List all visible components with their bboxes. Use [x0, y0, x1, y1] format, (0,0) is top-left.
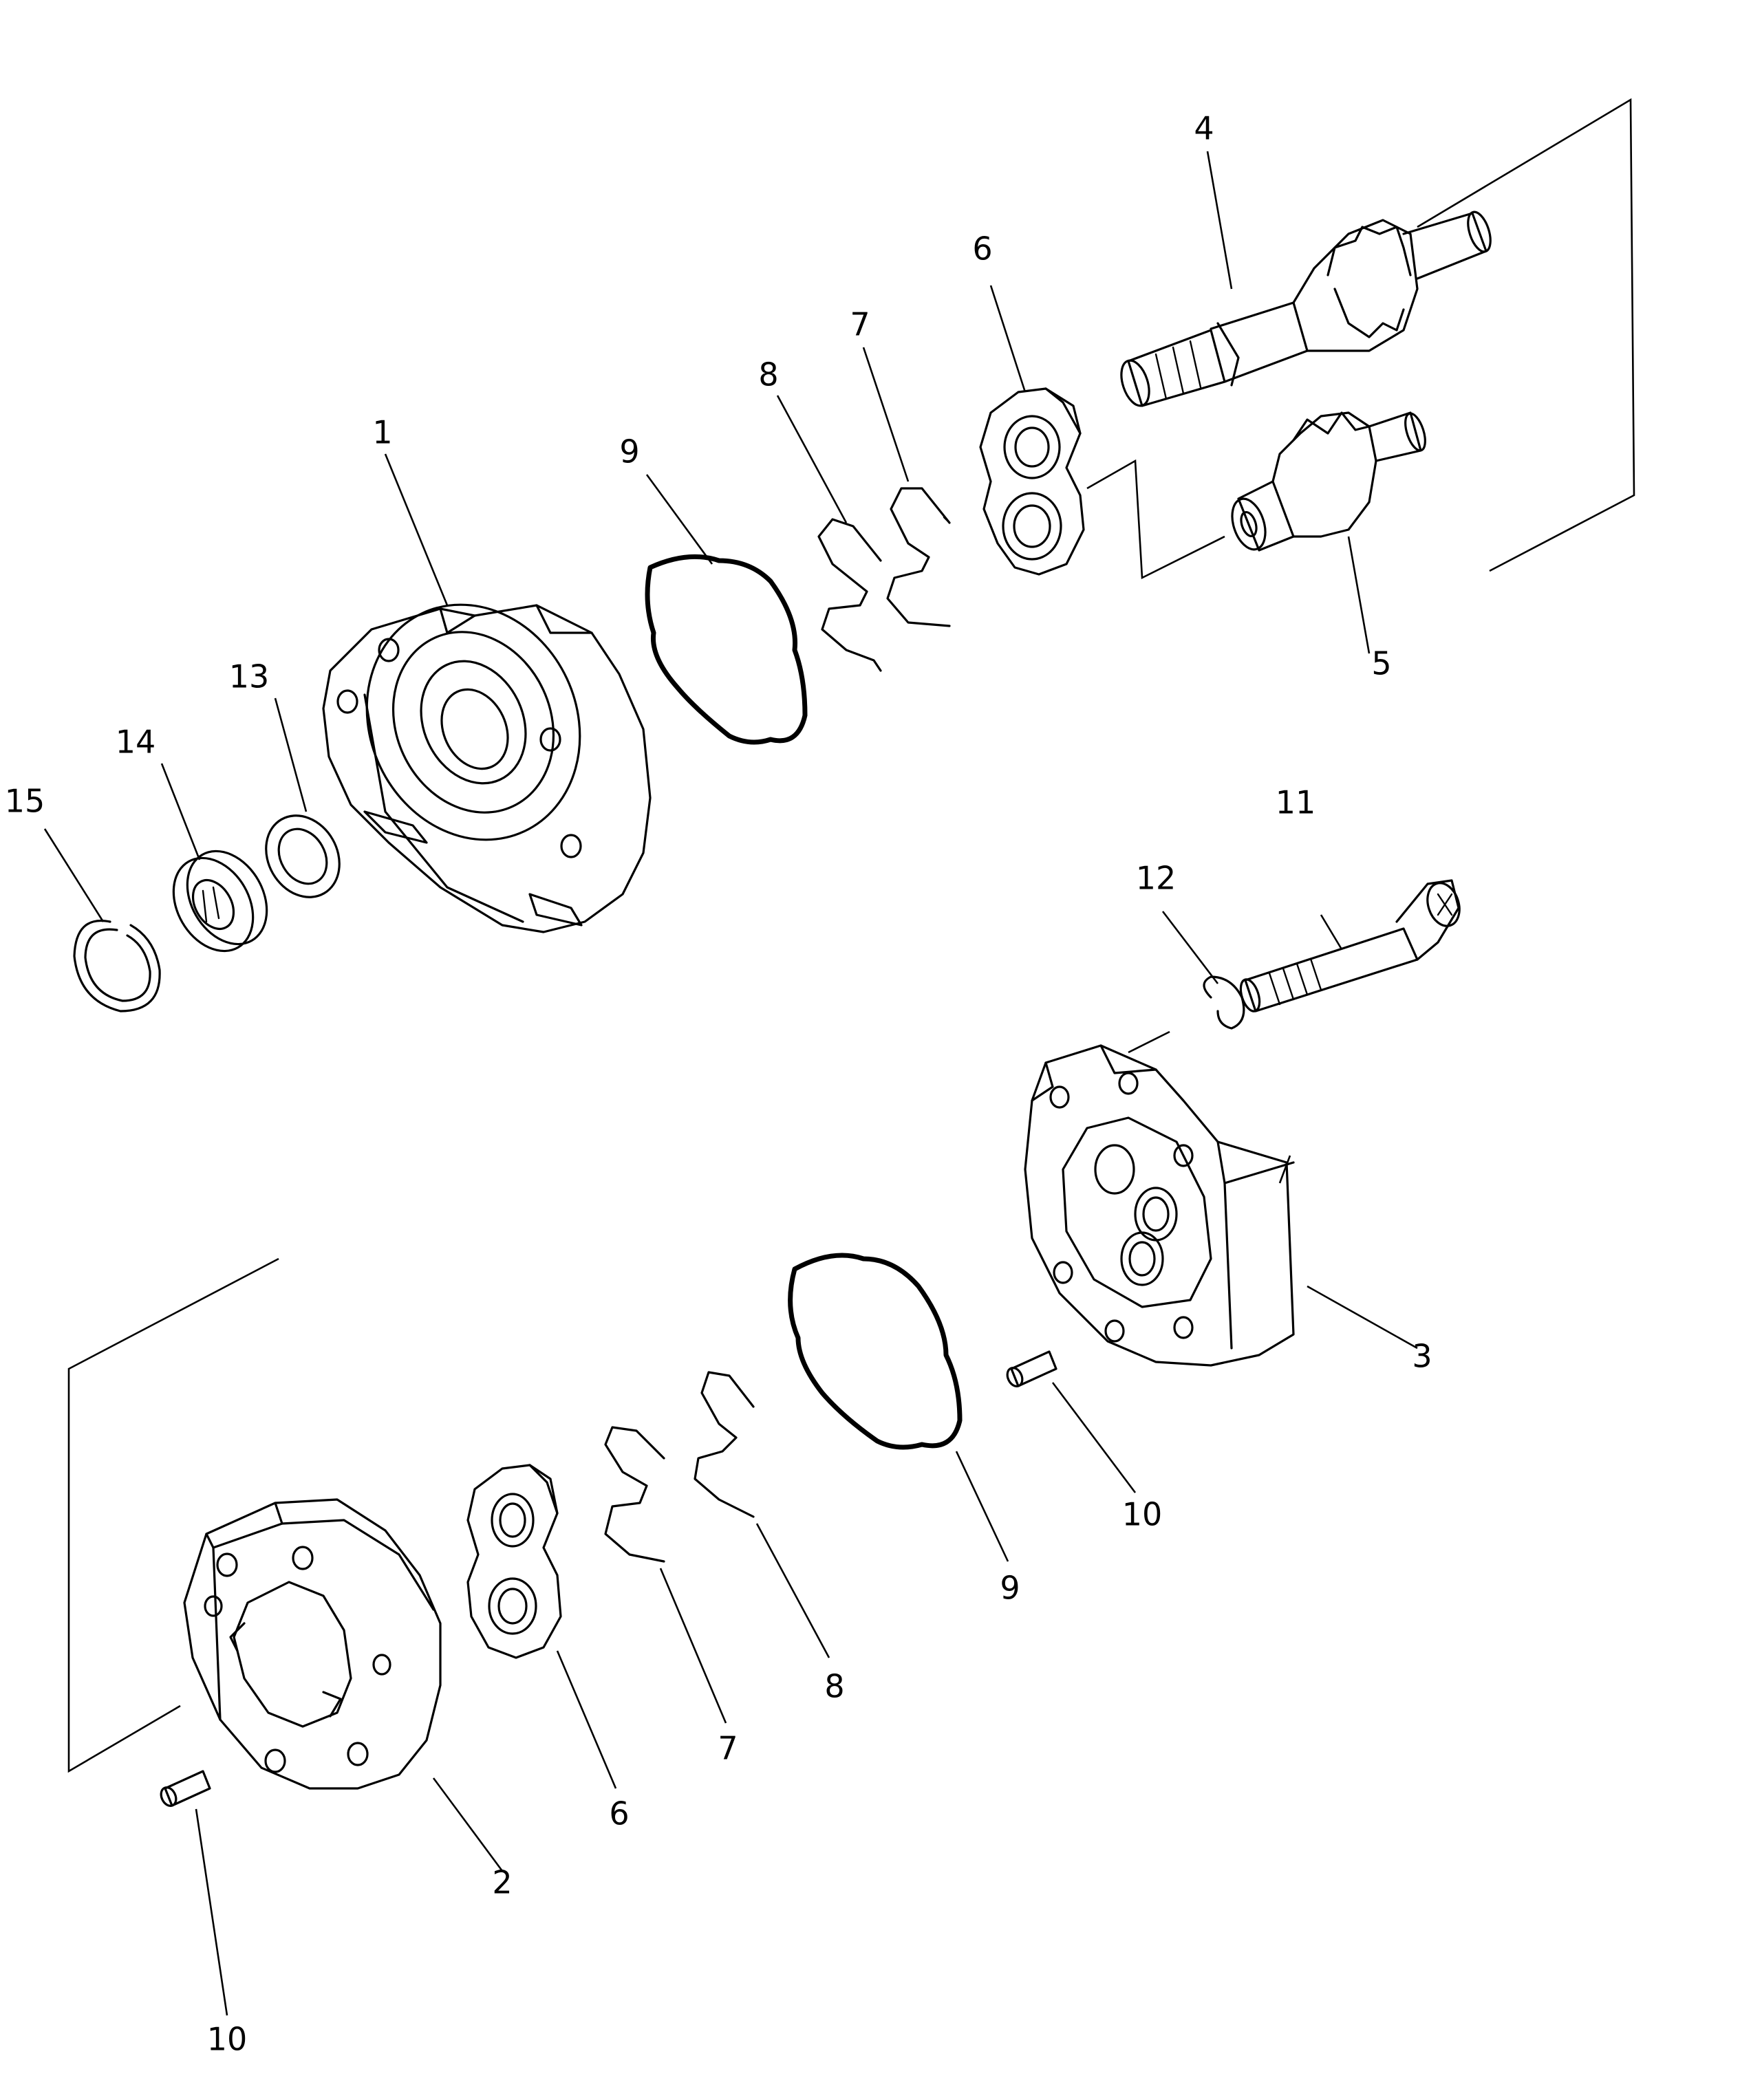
- part-bolt: [1239, 879, 1461, 1013]
- part-driven-gear: [1231, 411, 1426, 552]
- part-gear-housing: [183, 1498, 442, 1790]
- callout-9-top: 9: [619, 433, 639, 470]
- callout-7-bottom: 7: [718, 1730, 738, 1767]
- callout-4: 4: [1194, 110, 1214, 147]
- part-seal-7-bottom: [604, 1426, 665, 1563]
- assembly-bracket-bottom: [67, 1257, 279, 1773]
- part-bushing-plate-bottom: [466, 1464, 562, 1659]
- callout-6-top: 6: [972, 230, 992, 268]
- part-seal-7-top: [886, 487, 951, 627]
- leader-lines: [43, 151, 1418, 2016]
- callout-15: 15: [5, 783, 45, 820]
- callout-13: 13: [229, 658, 270, 695]
- part-gasket-top: [645, 554, 808, 745]
- part-washer: [265, 814, 341, 898]
- part-dowel-pin-right: [1006, 1350, 1057, 1387]
- part-front-housing: [322, 603, 652, 933]
- part-dowel-pin-bottom-left: [160, 1770, 211, 1807]
- callout-11: 11: [1276, 784, 1316, 821]
- callout-9-bottom: 9: [1000, 1570, 1020, 1607]
- part-snap-ring: [73, 920, 161, 1013]
- callout-8-bottom: 8: [824, 1668, 844, 1705]
- callout-12: 12: [1136, 860, 1177, 897]
- part-bushing-plate-top: [979, 387, 1085, 576]
- callout-5: 5: [1371, 645, 1391, 682]
- callout-1: 1: [372, 414, 392, 451]
- part-spring-washer: [1203, 975, 1245, 1030]
- callout-3: 3: [1412, 1338, 1432, 1375]
- part-seal-8-top: [817, 518, 882, 672]
- part-rear-cover: [1024, 1044, 1295, 1367]
- callout-6-bottom: 6: [609, 1795, 629, 1832]
- part-oil-seal: [172, 849, 268, 953]
- part-drive-gear-shaft: [1120, 210, 1492, 407]
- callout-10-bottom: 10: [207, 2021, 248, 2058]
- callout-2: 2: [492, 1864, 512, 1901]
- callout-14: 14: [116, 724, 156, 761]
- callout-7-top: 7: [850, 306, 870, 343]
- callout-labels: 1 9 8 7 6 4 5 13 14 15 11 12 3 10 9 8 7 …: [5, 110, 1432, 2058]
- part-seal-8-bottom: [694, 1371, 755, 1518]
- callout-8-top: 8: [758, 356, 778, 393]
- assembly-bracket-top: [1086, 98, 1635, 580]
- callout-10-right: 10: [1122, 1496, 1163, 1533]
- part-gasket-bottom: [788, 1253, 963, 1450]
